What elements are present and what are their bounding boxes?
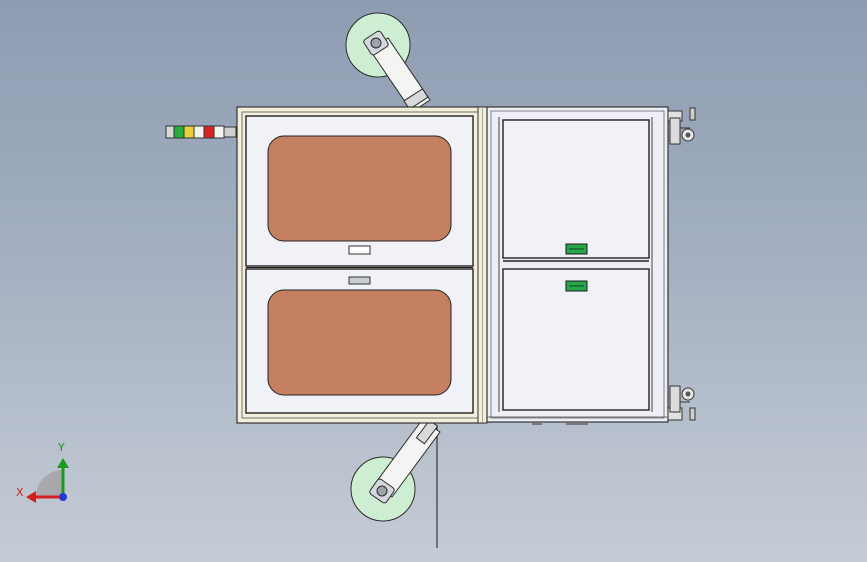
lower-window-panel [267, 289, 452, 396]
triad-plane-wedge [36, 470, 63, 497]
caster-bottom[interactable] [667, 385, 696, 421]
center-post [477, 106, 488, 424]
tower-segment [193, 125, 205, 139]
tower-segment [213, 125, 225, 139]
axis-x-label: X [16, 486, 24, 499]
tower-segment [183, 125, 195, 139]
axis-y-label: Y [58, 441, 65, 454]
coordinate-triad [26, 458, 69, 503]
lower-door-label-plate [348, 276, 371, 285]
arm-clamp-top [403, 88, 429, 110]
roller-arm-top[interactable] [345, 12, 431, 113]
upper-door[interactable] [245, 115, 474, 267]
axis-z-dot [59, 493, 67, 501]
roller-arm-bottom[interactable] [350, 419, 441, 522]
tower-segment [203, 125, 215, 139]
upper-window-panel [267, 135, 452, 242]
upper-door-label-plate [348, 245, 371, 255]
right-cabinet [486, 106, 669, 425]
signal-tower-light[interactable] [165, 125, 237, 139]
upper-drawer[interactable] [502, 119, 650, 259]
lower-drawer[interactable] [502, 268, 650, 411]
caster-top[interactable] [667, 107, 696, 145]
tower-segment [173, 125, 185, 139]
left-cabinet [236, 106, 486, 424]
lower-door[interactable] [245, 268, 474, 414]
